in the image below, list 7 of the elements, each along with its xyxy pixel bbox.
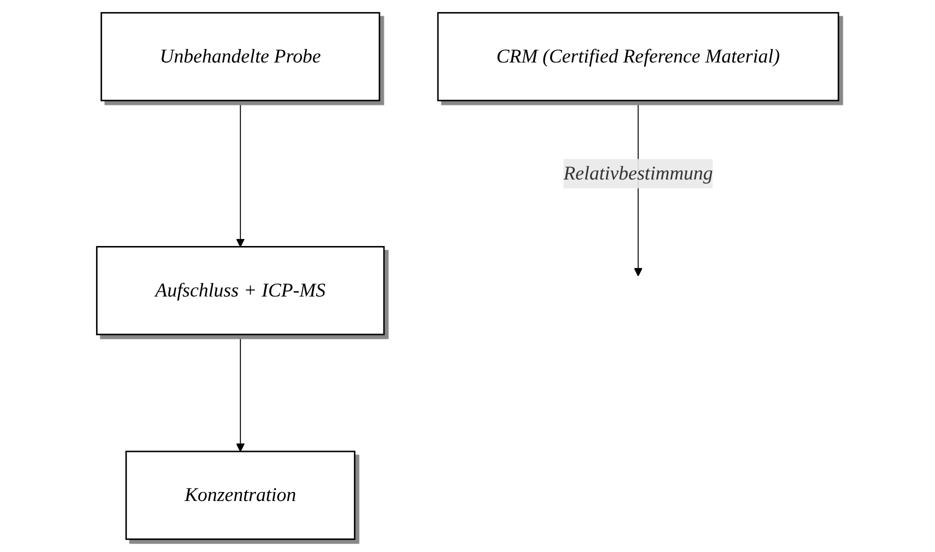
edge-label: Relativbestimmung (563, 162, 713, 184)
arrow (236, 334, 245, 452)
node-box: Unbehandelte Probe (100, 12, 380, 102)
node-box: Konzentration (125, 450, 356, 540)
node-box: Aufschluss + ICP-MS (96, 246, 385, 336)
arrow (236, 100, 245, 248)
node-box: CRM (Certified Reference Material) (437, 12, 840, 102)
